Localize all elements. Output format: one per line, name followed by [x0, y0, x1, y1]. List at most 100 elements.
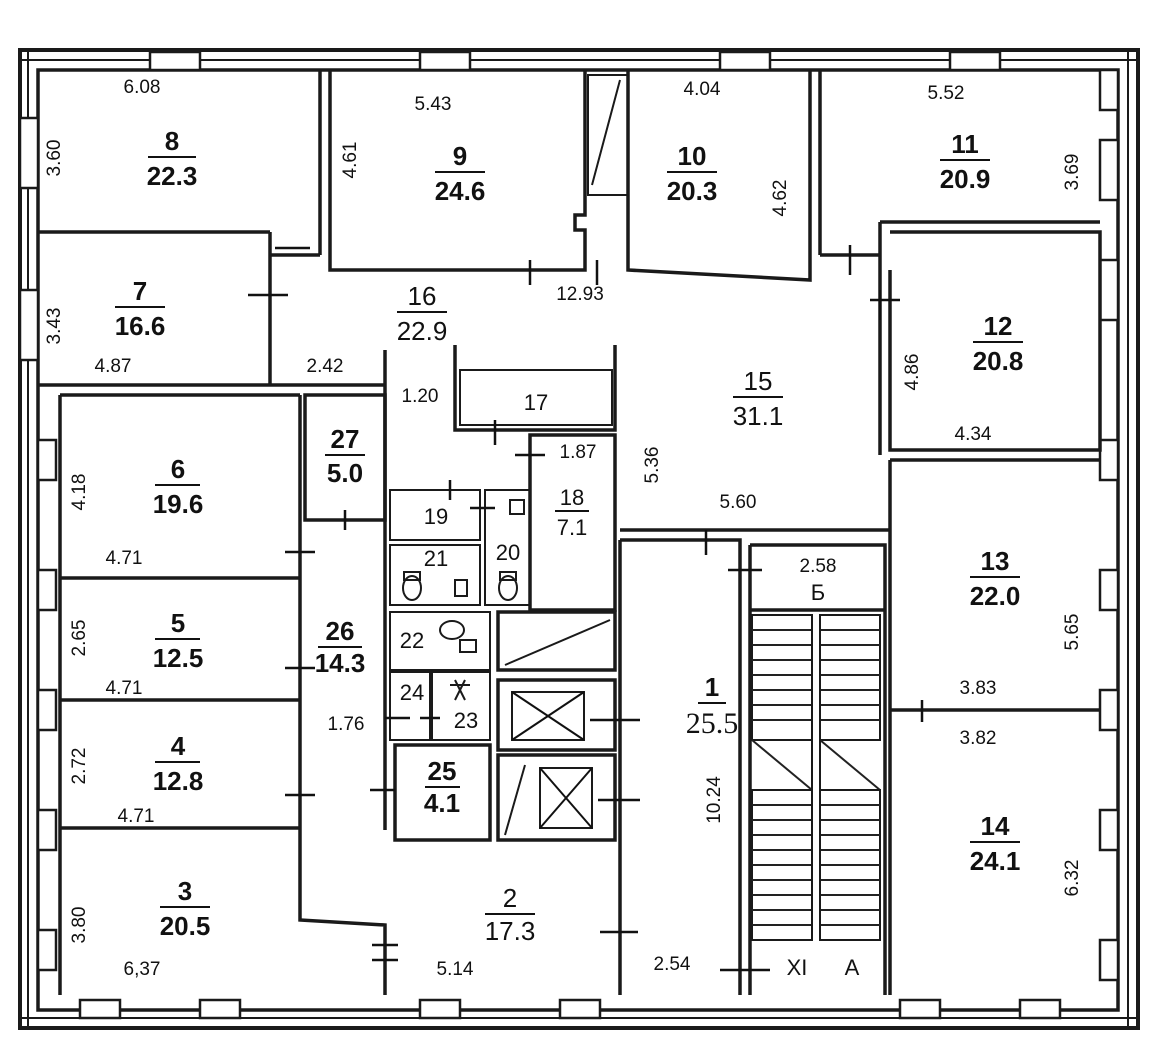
dim-room6-depth: 4.18 [69, 474, 90, 511]
room-27-label: 27 5.0 [325, 424, 365, 488]
room-24-label: 24 [400, 680, 424, 705]
dim-254: 2.54 [654, 954, 691, 975]
room-13-number: 13 [981, 546, 1010, 576]
dim-room9-width: 5.43 [415, 94, 452, 115]
room-27-area: 5.0 [327, 458, 363, 488]
room-22-number: 22 [400, 628, 424, 653]
room-15-label: 15 31.1 [733, 366, 784, 431]
room-21-number: 21 [424, 546, 448, 571]
room-4-area: 12.8 [153, 766, 204, 796]
room-11-label: 11 20.9 [940, 129, 991, 194]
dim-120: 1.20 [402, 386, 439, 407]
room-19-label: 19 [424, 504, 448, 529]
dim-room12-width: 4.34 [955, 424, 992, 445]
dim-corridor-1293: 12.93 [556, 284, 604, 305]
room-11-area: 20.9 [940, 164, 991, 194]
room-15-number: 15 [744, 366, 773, 396]
dim-room8-width: 6.08 [124, 77, 161, 98]
room-3-area: 20.5 [160, 911, 211, 941]
room-20-number: 20 [496, 540, 520, 565]
dim-room11-depth: 3.69 [1062, 154, 1083, 191]
room-5-number: 5 [171, 608, 185, 638]
room-16-label: 16 22.9 [397, 281, 448, 346]
room-18-label: 18 7.1 [555, 485, 589, 540]
dimension-labels: 6.08 3.60 5.43 4.61 4.04 4.62 5.52 3.69 … [44, 77, 1083, 980]
room-18-number: 18 [560, 485, 584, 510]
door-marks [248, 245, 924, 972]
dim-room4-depth: 2.72 [69, 748, 90, 785]
room-14-number: 14 [981, 811, 1010, 841]
room-4-label: 4 12.8 [153, 731, 204, 796]
room-3-number: 3 [178, 876, 192, 906]
room-9-label: 9 24.6 [435, 141, 486, 206]
dim-room5-width: 4.71 [106, 678, 143, 699]
dim-room9-depth: 4.61 [340, 142, 361, 179]
room-9-number: 9 [453, 141, 467, 171]
dim-room14-depth: 6.32 [1062, 860, 1083, 897]
dim-room12-depth: 4.86 [902, 354, 923, 391]
room-24-number: 24 [400, 680, 424, 705]
room-26-number: 26 [326, 616, 355, 646]
dim-room3-depth: 3.80 [69, 907, 90, 944]
dim-room14-width: 3.82 [960, 728, 997, 749]
room-1-area: 25.5 [686, 707, 739, 740]
room-23-label: 23 [454, 708, 478, 733]
dim-room2-width: 5.14 [437, 959, 474, 980]
dim-room10-width: 4.04 [684, 79, 721, 100]
dim-room8-depth: 3.60 [44, 140, 65, 177]
marker-xi: XI [787, 955, 808, 980]
dim-176: 1.76 [328, 714, 365, 735]
room-10-number: 10 [678, 141, 707, 171]
dim-room6-width: 4.71 [106, 548, 143, 569]
room-1-number: 1 [705, 672, 719, 702]
room-12-number: 12 [984, 311, 1013, 341]
room-22-label: 22 [400, 628, 424, 653]
room-26-label: 26 14.3 [315, 616, 366, 678]
room-25-number: 25 [428, 756, 457, 786]
room-16-area: 22.9 [397, 316, 448, 346]
room-1-label: 1 25.5 [686, 672, 739, 740]
room-6-number: 6 [171, 454, 185, 484]
room-9-area: 24.6 [435, 176, 486, 206]
room-17-number: 17 [524, 390, 548, 415]
room-21-label: 21 [424, 546, 448, 571]
dim-room3-width: 6,37 [124, 959, 161, 980]
fixtures [402, 499, 525, 701]
dim-536: 5.36 [642, 447, 663, 484]
dim-corridor-242: 2.42 [307, 356, 344, 377]
dim-room13-width: 3.83 [960, 678, 997, 699]
stairs [751, 614, 881, 941]
room-17-label: 17 [524, 390, 548, 415]
room-10-label: 10 20.3 [667, 141, 718, 206]
dim-room11-width: 5.52 [928, 83, 965, 104]
room-4-number: 4 [171, 731, 186, 761]
dim-187: 1.87 [560, 442, 597, 463]
room-23-number: 23 [454, 708, 478, 733]
room-25-label: 25 4.1 [424, 756, 460, 818]
dim-room7-depth: 3.43 [44, 308, 65, 345]
marker-a: А [845, 955, 860, 980]
room-14-label: 14 24.1 [970, 811, 1021, 876]
room-15-area: 31.1 [733, 401, 784, 431]
room-6-label: 6 19.6 [153, 454, 204, 519]
room-8-label: 8 22.3 [147, 126, 198, 191]
room-5-area: 12.5 [153, 643, 204, 673]
room-13-label: 13 22.0 [970, 546, 1021, 611]
room-7-area: 16.6 [115, 311, 166, 341]
dim-room4-width: 4.71 [118, 806, 155, 827]
room-10-area: 20.3 [667, 176, 718, 206]
room-7-number: 7 [133, 276, 147, 306]
dim-room7-width: 4.87 [95, 356, 132, 377]
room-labels: 1 25.5 2 17.3 3 20.5 4 12.8 5 12.5 6 19.… [115, 126, 1024, 946]
stair-markers: Б XI А [787, 580, 860, 980]
room-5-label: 5 12.5 [153, 608, 204, 673]
marker-b: Б [811, 580, 825, 605]
room-20-label: 20 [496, 540, 520, 565]
dim-1024: 10.24 [704, 776, 725, 824]
interior-walls [38, 70, 1102, 995]
room-11-number: 11 [951, 129, 979, 159]
dim-room5-depth: 2.65 [69, 620, 90, 657]
room-19-number: 19 [424, 504, 448, 529]
room-14-area: 24.1 [970, 846, 1021, 876]
dim-560: 5.60 [720, 492, 757, 513]
